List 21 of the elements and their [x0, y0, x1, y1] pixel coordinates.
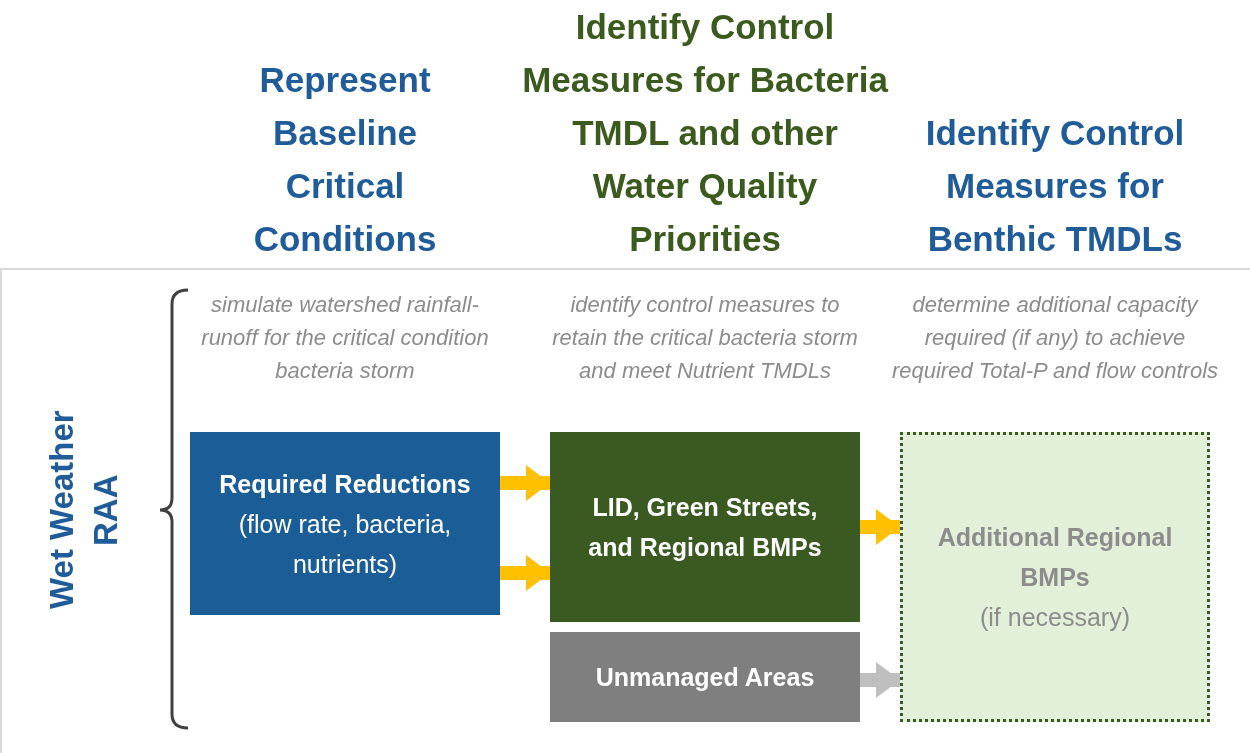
optional-process-box	[900, 432, 1210, 722]
process-box	[550, 632, 860, 722]
row-label: Wet Weather RAA	[42, 409, 125, 612]
box-subtitle: (flow rate, bacteria, nutrients)	[237, 508, 453, 580]
block-arrow	[500, 465, 550, 501]
process-box	[550, 432, 860, 622]
column-heading: Identify Control Measures for Benthic TMDLs	[924, 112, 1186, 260]
column-heading: Represent Baseline Critical Conditions	[252, 59, 438, 260]
block-arrow	[500, 555, 550, 591]
block-arrow	[860, 662, 900, 698]
block-arrow	[860, 509, 900, 545]
column-heading: Identify Control Measures for Bacteria TMDL and other Water Quality Priorities	[521, 6, 890, 260]
column-description: simulate watershed rainfall-runoff for the critical condition bacteria storm	[200, 291, 490, 385]
column-description: identify control measures to retain the critical bacteria storm and meet Nutrient TMDLs	[551, 291, 859, 385]
box-title: Required Reductions	[219, 468, 471, 500]
process-box	[190, 432, 500, 615]
box-title: LID, Green Streets, and Regional BMPs	[587, 492, 823, 563]
box-subtitle: (if necessary)	[979, 602, 1130, 633]
column-description: determine additional capacity required (if any) to achieve required Total-P and flow controls	[890, 291, 1220, 385]
box-title: Unmanaged Areas	[595, 662, 815, 693]
box-title: Additional Regional BMPs	[936, 522, 1174, 593]
